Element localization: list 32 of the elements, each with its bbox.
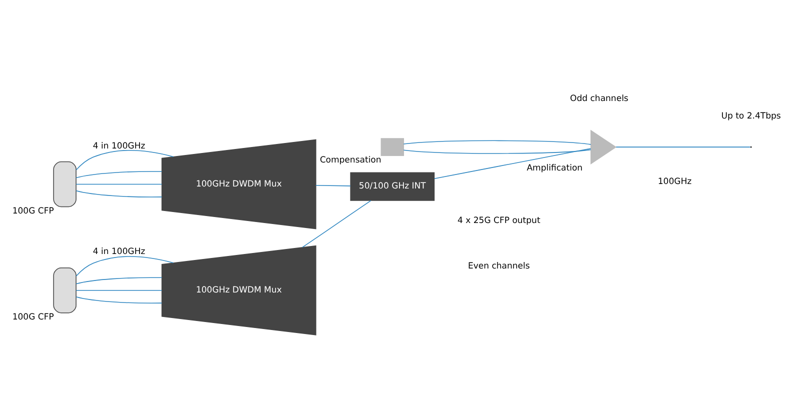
connector [434,148,592,179]
edge-label: 4 in 100GHz [92,141,146,152]
node-label: 100G CFP [12,312,54,323]
label: Odd channels [570,94,628,104]
connector [76,150,174,170]
connector [76,190,162,198]
node-box: 50/100 GHz INT [350,172,435,201]
connector [315,185,351,186]
node-label: 100G CFP [12,206,54,217]
connector [403,140,592,145]
connector [76,256,174,277]
edge-label: 4 in 100GHz [92,246,146,257]
node-triangle [590,130,617,164]
label: 100GHz [658,177,692,188]
node-box [53,161,76,208]
connector [76,290,162,291]
node-box [53,268,76,314]
connector [403,149,592,154]
label: 4 x 25G CFP output [458,216,540,226]
label: Up to 2.4Tbps [721,111,781,122]
node-label: Compensation [320,155,382,166]
node-box [380,138,404,156]
connector [76,184,162,185]
connector [76,296,162,304]
connector [302,200,372,248]
node-box: 100GHz DWDM Mux [162,245,316,336]
connector [76,171,162,178]
connector [616,146,751,148]
node-label: Amplification [526,164,583,174]
node-box: 100GHz DWDM Mux [162,139,316,230]
label: Even channels [468,262,530,272]
connector [76,277,162,284]
